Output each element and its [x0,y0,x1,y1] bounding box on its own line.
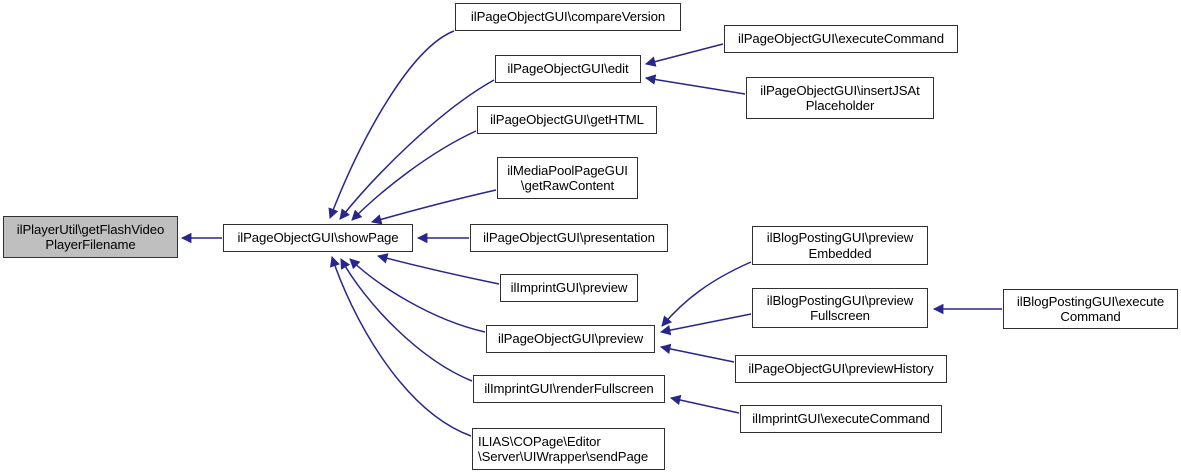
graph-node-label: ilImprintGUI\preview [510,280,628,296]
graph-node-showPage[interactable]: ilPageObjectGUI\showPage [223,224,413,252]
graph-node-imprintExecuteCommand[interactable]: ilImprintGUI\executeCommand [740,405,942,433]
graph-node-compareVersion[interactable]: ilPageObjectGUI\compareVersion [455,3,681,31]
graph-node-label: ilPageObjectGUI\compareVersion [470,9,666,25]
graph-node-label: ilImprintGUI\renderFullscreen [484,381,654,397]
graph-node-label: ilPlayerUtil\getFlashVideo PlayerFilenam… [16,221,165,253]
graph-node-pageObjectExecuteCommand[interactable]: ilPageObjectGUI\executeCommand [724,25,958,53]
edge-imprintpreview-showpage [376,253,500,285]
graph-node-label: ilBlogPostingGUI\preview Embedded [766,230,914,261]
graph-node-label: ilPageObjectGUI\presentation [483,230,655,246]
graph-node-blogExecuteCommand[interactable]: ilBlogPostingGUI\execute Command [1003,289,1178,329]
graph-node-label: ilBlogPostingGUI\preview Fullscreen [766,292,914,324]
edge-edit-showpage [339,79,495,220]
edge-insertjsatplaceholder-edit [644,74,746,95]
graph-node-sendPage[interactable]: ILIAS\COPage\Editor \Server\UIWrapper\se… [472,428,665,470]
graph-node-label: ilPageObjectGUI\getHTML [490,112,644,128]
graph-node-edit[interactable]: ilPageObjectGUI\edit [495,55,641,83]
graph-node-pageObjectPreview[interactable]: ilPageObjectGUI\preview [486,325,655,353]
edge-getrawcontent-showpage [370,189,497,225]
edge-sendpage-showpage [329,256,472,437]
graph-node-label: ilImprintGUI\executeCommand [752,411,930,427]
graph-node-label: ilPageObjectGUI\showPage [237,230,399,246]
edge-compareversion-showpage [328,30,455,219]
graph-node-previewEmbedded[interactable]: ilBlogPostingGUI\preview Embedded [752,226,928,265]
edge-renderfullscreen-showpage [340,258,473,382]
edge-gethtml-showpage [351,130,477,221]
graph-node-renderFullscreen[interactable]: ilImprintGUI\renderFullscreen [473,375,665,403]
edge-previewembedded-pageobjectpreview [661,261,752,327]
graph-node-label: ilPageObjectGUI\executeCommand [738,31,944,47]
graph-node-insertJSAtPlaceholder[interactable]: ilPageObjectGUI\insertJSAt Placeholder [746,77,934,119]
edge-previewhistory-pageobjectpreview [659,343,735,363]
graph-node-label: ilPageObjectGUI\edit [507,61,629,77]
graph-node-label: ilBlogPostingGUI\execute Command [1016,293,1165,325]
graph-node-label: ilPageObjectGUI\preview [497,331,644,347]
graph-node-previewHistory[interactable]: ilPageObjectGUI\previewHistory [735,355,947,383]
graph-node-label: ILIAS\COPage\Editor \Server\UIWrapper\se… [478,433,649,465]
graph-node-label: ilMediaPoolPageGUI \getRawContent [507,162,628,194]
graph-node-getRawContent[interactable]: ilMediaPoolPageGUI \getRawContent [497,157,638,199]
graph-node-getHTML[interactable]: ilPageObjectGUI\getHTML [477,106,657,134]
graph-node-getFlashVideoPlayerFilename[interactable]: ilPlayerUtil\getFlashVideo PlayerFilenam… [3,216,178,258]
edge-pageobjectpreview-showpage [349,258,486,333]
graph-node-label: ilPageObjectGUI\insertJSAt Placeholder [760,82,920,114]
graph-node-label: ilPageObjectGUI\previewHistory [748,361,934,377]
edge-imprintexecutecommand-renderfullscreen [669,394,740,414]
edge-pageobjectexecutecommand-edit [644,43,724,67]
graph-node-imprintPreview[interactable]: ilImprintGUI\preview [500,274,638,302]
graph-node-presentation[interactable]: ilPageObjectGUI\presentation [470,224,668,252]
graph-node-previewFullscreen[interactable]: ilBlogPostingGUI\preview Fullscreen [752,288,928,328]
edge-previewfullscreen-pageobjectpreview [659,313,752,336]
